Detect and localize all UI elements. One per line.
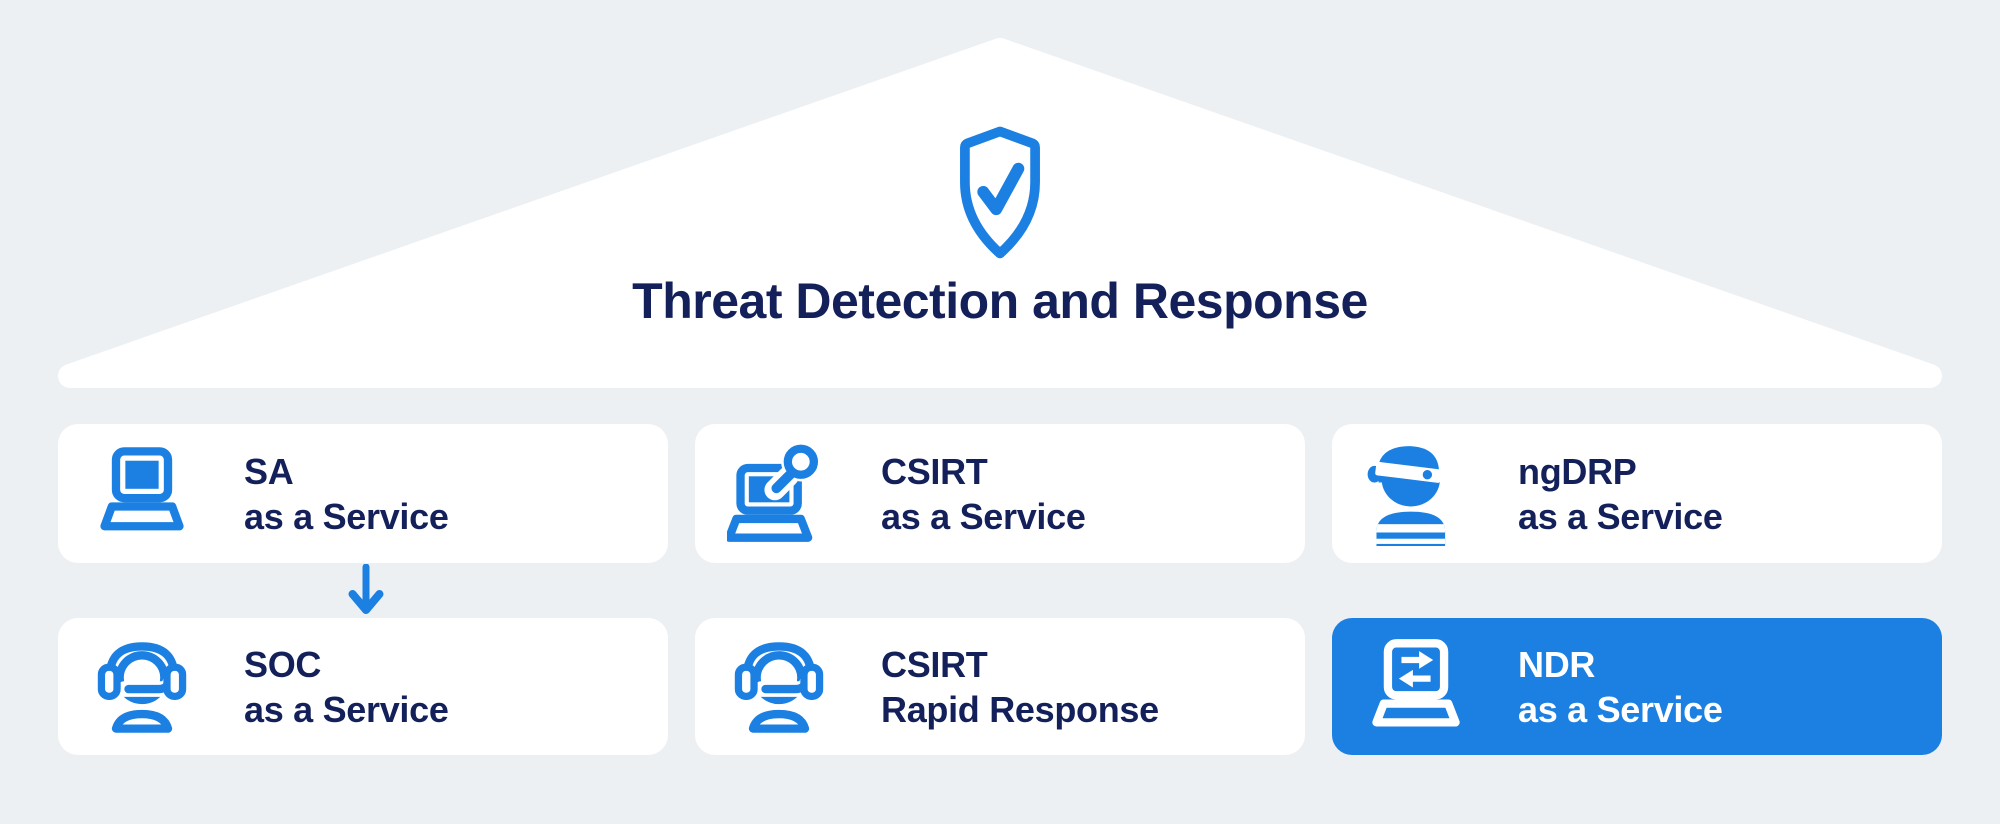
card-ndr: NDR as a Service: [1332, 618, 1942, 755]
card-title: NDR: [1518, 643, 1596, 685]
support-headset-icon: [727, 635, 831, 739]
laptop-search-icon: [727, 441, 831, 546]
shield-check-icon: [946, 122, 1054, 264]
diagram-title: Threat Detection and Response: [632, 273, 1368, 329]
laptop-icon: [90, 442, 194, 546]
card-subtitle: as a Service: [1518, 688, 1723, 730]
card-subtitle: as a Service: [244, 495, 449, 537]
card-ngdrp: ngDRP as a Service: [1332, 424, 1942, 563]
card-csirt: CSIRT as a Service: [695, 424, 1305, 563]
card-subtitle: as a Service: [1518, 495, 1723, 537]
card-title: SA: [244, 450, 294, 492]
arrow-down-icon: [346, 564, 386, 616]
card-csirt-rapid-response: CSIRT Rapid Response: [695, 618, 1305, 755]
card-title: SOC: [244, 643, 322, 685]
card-title: CSIRT: [881, 643, 988, 685]
card-sa: SA as a Service: [58, 424, 668, 563]
card-subtitle: as a Service: [244, 688, 449, 730]
laptop-transfer-icon: [1364, 635, 1468, 739]
card-subtitle: Rapid Response: [881, 688, 1159, 730]
card-soc: SOC as a Service: [58, 618, 668, 755]
card-title: ngDRP: [1518, 450, 1637, 492]
burglar-icon: [1364, 442, 1468, 546]
support-headset-icon: [90, 635, 194, 739]
card-subtitle: as a Service: [881, 495, 1086, 537]
card-title: CSIRT: [881, 450, 988, 492]
